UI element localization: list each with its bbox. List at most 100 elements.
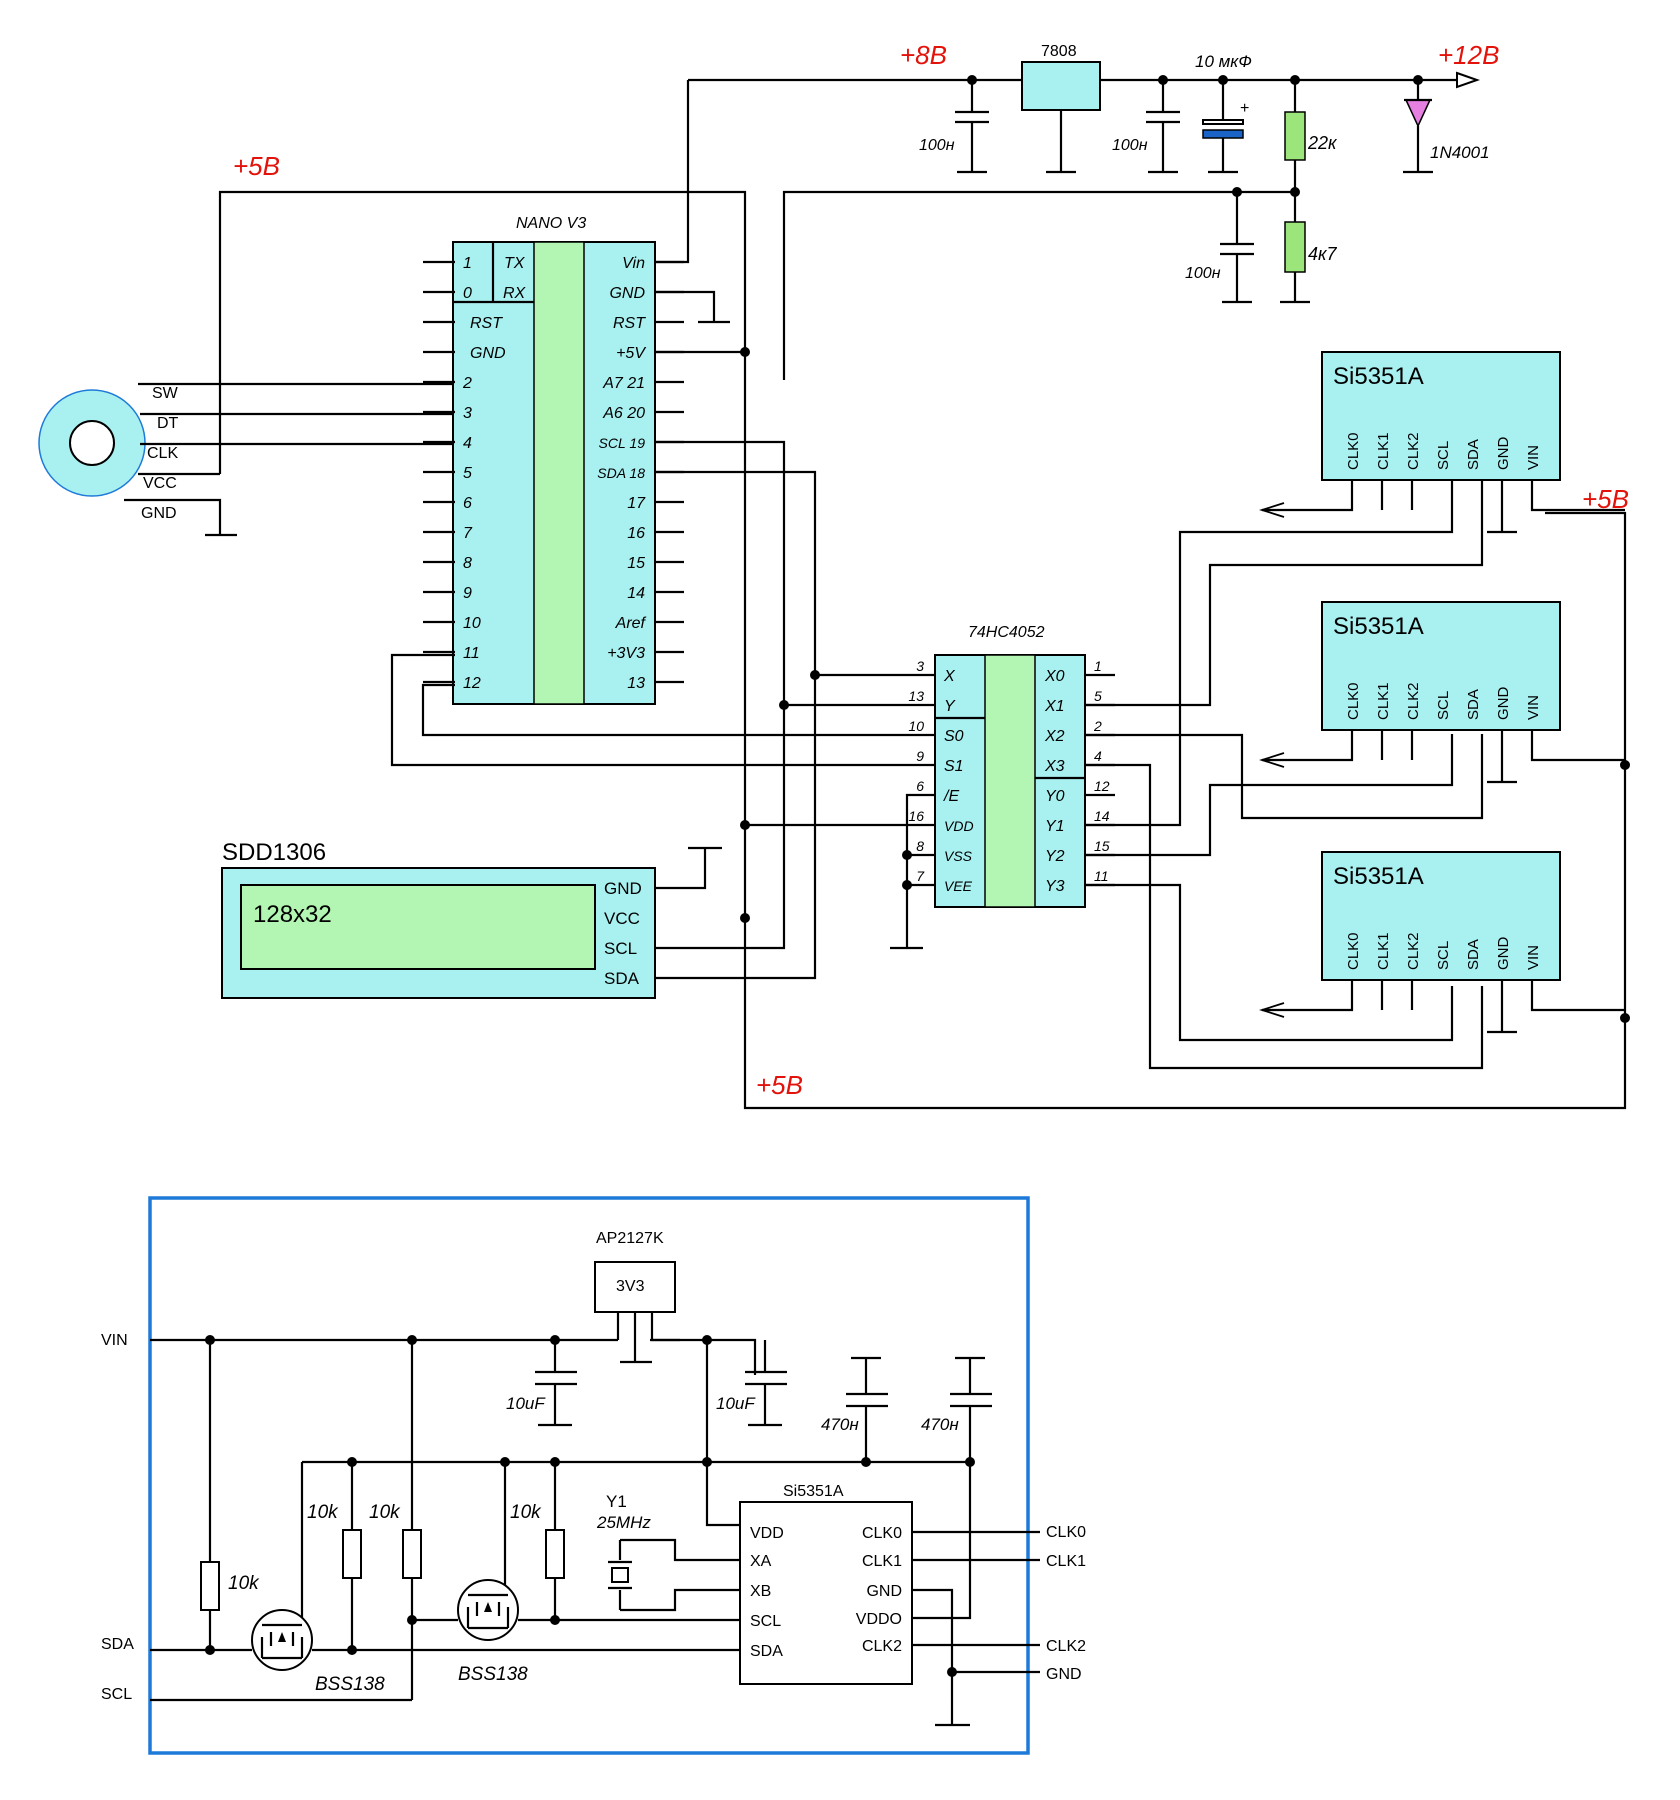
mux-right-num: 1: [1094, 658, 1102, 674]
si5351-pin-label: CLK0: [1345, 932, 1362, 970]
rail-12v-arrow: [1456, 71, 1481, 89]
oled-pin-vcc: VCC: [604, 909, 640, 928]
out-clk0: CLK0: [1046, 1524, 1086, 1541]
mux-right-num: 5: [1094, 688, 1102, 704]
power-section: +8В +12В +5В 7808 100н 100н + 10 мкФ 22к…: [233, 40, 1499, 380]
mux-right-pin: Y1: [1045, 818, 1065, 835]
nano-left-pin-label: 8: [463, 555, 472, 572]
ic-left-pin: XB: [750, 1583, 771, 1600]
si5351-pin-label: CLK1: [1375, 682, 1392, 720]
nano-right-pin-label: 16: [627, 525, 645, 542]
ic-left-pin: XA: [750, 1553, 772, 1570]
si5351-title: Si5351A: [1333, 863, 1424, 890]
nano-rx: RX: [503, 285, 527, 302]
r-d-label: 10k: [510, 1502, 542, 1523]
mux-title: 74HC4052: [968, 624, 1045, 641]
si5351-pin-label: CLK0: [1345, 432, 1362, 470]
si5351-pin-label: SDA: [1465, 689, 1482, 720]
rail-label-5v-bottom: +5В: [756, 1070, 803, 1100]
detail-vin-label: VIN: [101, 1332, 128, 1349]
resistor-r-c: [402, 1529, 422, 1579]
mux-right-num: 2: [1093, 718, 1102, 734]
si5351-pin-label: VIN: [1525, 445, 1542, 470]
si5351-detail-schematic: VIN SDA SCL AP2127K 3V3 10uF 10uF 470н 4…: [101, 1196, 1086, 1755]
nano-left-pin-label: 11: [463, 645, 480, 662]
nano-tx: TX: [504, 255, 526, 272]
si5351-pin-label: CLK1: [1375, 432, 1392, 470]
svg-text:+: +: [1240, 100, 1249, 117]
si5351-pin-label: GND: [1495, 937, 1512, 971]
si5351-pin-label: CLK0: [1345, 682, 1362, 720]
ic-right-pin: CLK2: [862, 1638, 902, 1655]
nano-left-pin-label: 10: [463, 615, 481, 632]
diode-1n4001: [1404, 99, 1432, 128]
detail-sda-label: SDA: [101, 1636, 134, 1653]
mux-right-pin: X0: [1044, 668, 1065, 685]
cap-elec-label: 10 мкФ: [1195, 52, 1252, 71]
diode-label: 1N4001: [1430, 143, 1490, 162]
mux-left-pin: VDD: [944, 818, 974, 834]
mux-left-pin: X: [943, 668, 956, 685]
mux-left-num: 9: [916, 748, 924, 764]
resistor-r-b: [342, 1529, 362, 1579]
si5351-pin-label: SDA: [1465, 439, 1482, 470]
enc-pin-vcc: VCC: [143, 475, 177, 492]
nano-right-pin-label: GND: [609, 285, 645, 302]
mux-right-pin: X3: [1044, 758, 1065, 775]
cap-out-label: 100н: [1112, 137, 1148, 154]
mosfet-1: [251, 1609, 313, 1671]
ic-right-pin: GND: [866, 1583, 902, 1600]
mux-left-num: 8: [916, 838, 924, 854]
nano-right-pin-label: A7 21: [602, 375, 645, 392]
mux-left-pin: /E: [943, 788, 959, 805]
mux-left-num: 3: [916, 658, 924, 674]
r-b-label: 10k: [307, 1502, 339, 1523]
cap-c3-label: 470н: [821, 1415, 859, 1434]
nano-right-pin-label: Aref: [615, 615, 647, 632]
si5351-pin-label: CLK1: [1375, 932, 1392, 970]
detail-scl-label: SCL: [101, 1686, 132, 1703]
ldo-body-label: 3V3: [616, 1278, 645, 1295]
wiring: +5В +5В: [390, 352, 1630, 1110]
nano-right-pin-label: SCL 19: [599, 435, 646, 451]
oled-screen-label: 128x32: [253, 901, 332, 928]
nano-right-pin-label: 13: [627, 675, 645, 692]
nano-right-pin-label: +3V3: [607, 645, 645, 662]
cap-c1-label: 10uF: [506, 1394, 546, 1413]
rail-label-5v-top: +5В: [233, 151, 280, 181]
nano-pin-1: 1: [463, 255, 472, 272]
rail-label-12v: +12В: [1438, 40, 1499, 70]
nano-left-pin-label: 12: [463, 675, 481, 692]
nano-left-pin-label: RST: [470, 315, 503, 332]
nano-right-pin-label: 17: [627, 495, 646, 512]
out-gnd: GND: [1046, 1666, 1082, 1683]
mux-right-num: 15: [1094, 838, 1110, 854]
fet1-label: BSS138: [315, 1674, 385, 1695]
regulator-label: 7808: [1041, 43, 1077, 60]
rotary-encoder: SW DT CLK VCC GND: [38, 190, 747, 537]
mux-right-pin: Y0: [1045, 788, 1065, 805]
mux-left-pin: S0: [944, 728, 964, 745]
xtal-freq-label: 25MHz: [596, 1513, 651, 1532]
cap-div-label: 100н: [1185, 265, 1221, 282]
nano-title: NANO V3: [516, 215, 586, 232]
nano-left-pin-label: GND: [470, 345, 506, 362]
enc-pin-clk: CLK: [147, 445, 178, 462]
oled-pin-gnd: GND: [604, 879, 642, 898]
mux-left-pin: S1: [944, 758, 964, 775]
mux-right-pin: X2: [1044, 728, 1065, 745]
mux-right-num: 4: [1094, 748, 1102, 764]
enc-pin-dt: DT: [157, 415, 179, 432]
ic-left-pin: SCL: [750, 1613, 781, 1630]
resistor-r-d: [545, 1529, 565, 1579]
oled-display: SDD1306 128x32 GND VCC SCL SDA: [221, 839, 656, 999]
si5351-pin-label: SDA: [1465, 939, 1482, 970]
oled-pin-sda: SDA: [604, 969, 640, 988]
ic-si5351a: [739, 1501, 913, 1685]
si5351-title: Si5351A: [1333, 613, 1424, 640]
xtal-label: Y1: [606, 1492, 627, 1511]
detail-frame: [148, 1196, 1030, 1755]
nano-right-pin-label: A6 20: [602, 405, 645, 422]
mux-left-pin: VEE: [944, 878, 973, 894]
